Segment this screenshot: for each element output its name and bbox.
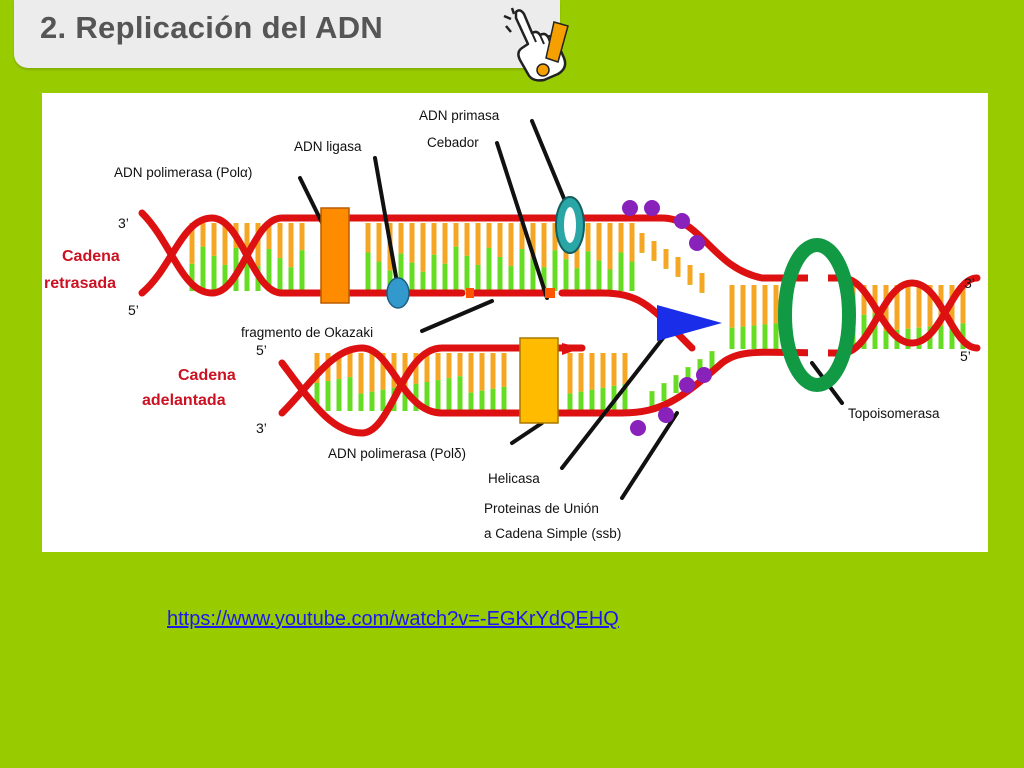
parent-duplex-helix-b: [838, 279, 981, 357]
dna-diagram-svg: ADN primasa Cebador ADN ligasa ADN polim…: [44, 108, 981, 541]
lagging-strand-helix-b: [138, 214, 466, 297]
pointer-ssb: [620, 411, 679, 500]
ssb-protein: [674, 213, 690, 229]
leading-strand-helix-b: [278, 344, 846, 417]
ssb-protein: [696, 367, 712, 383]
pointer-ligasa: [373, 156, 400, 290]
end-lag-top: 3’: [118, 215, 129, 231]
label-lagging-1: Cadena: [62, 248, 120, 265]
ssb-protein: [630, 420, 646, 436]
label-primasa: ADN primasa: [419, 108, 500, 123]
pointer-cebador: [495, 141, 549, 300]
pointing-hand-icon: [503, 7, 569, 82]
polymerase-alpha: [320, 207, 350, 304]
end-right-bottom: 5’: [960, 348, 971, 364]
youtube-link[interactable]: https://www.youtube.com/watch?v=-EGKrYdQ…: [167, 608, 619, 630]
ligase: [386, 277, 410, 309]
label-leading-2: adelantada: [142, 392, 226, 409]
label-ligasa: ADN ligasa: [294, 139, 362, 154]
label-helicasa: Helicasa: [488, 471, 540, 486]
label-okazaki: fragmento de Okazaki: [241, 325, 373, 340]
primer-mark-b: [545, 288, 555, 298]
pointer-primasa: [530, 119, 572, 215]
leading-strand-arrow: [562, 343, 582, 355]
slide-title: 2. Replicación del ADN: [40, 10, 384, 45]
end-lead-bottom: 3’: [256, 420, 267, 436]
helicase: [657, 305, 722, 341]
ssb-protein: [689, 235, 705, 251]
label-pol-alpha: ADN polimerasa (Polα): [114, 165, 252, 180]
topoisomerase: [778, 238, 856, 392]
ssb-protein: [679, 377, 695, 393]
pointer-okazaki: [420, 299, 494, 333]
pointer-helicasa: [560, 331, 669, 470]
end-right-top: 3’: [964, 275, 975, 291]
label-ssb-line2: a Cadena Simple (ssb): [484, 526, 621, 541]
pointer-pol-delta: [510, 421, 544, 445]
label-pol-delta: ADN polimerasa (Polδ): [328, 446, 466, 461]
leading-strand-helix-a: [278, 344, 586, 437]
parent-duplex-helix-a: [838, 274, 981, 347]
label-lagging-2: retrasada: [44, 275, 116, 292]
label-topo: Topoisomerasa: [848, 406, 940, 421]
ssb-protein: [644, 200, 660, 216]
primer-mark-a: [466, 288, 474, 298]
label-cebador: Cebador: [427, 135, 479, 150]
label-ssb-line1: Proteinas de Unión: [484, 501, 599, 516]
title-bar: 2. Replicación del ADN: [14, 0, 560, 68]
end-lead-top: 5’: [256, 342, 267, 358]
label-leading-1: Cadena: [178, 367, 236, 384]
polymerase-delta: [519, 337, 559, 424]
ssb-protein: [622, 200, 638, 216]
ssb-protein: [658, 407, 674, 423]
lagging-strand-helix-a: [138, 209, 846, 297]
ssb-proteins: [622, 200, 712, 436]
end-lag-bottom: 5’: [128, 302, 139, 318]
dna-replication-diagram: ADN primasa Cebador ADN ligasa ADN polim…: [42, 93, 988, 552]
